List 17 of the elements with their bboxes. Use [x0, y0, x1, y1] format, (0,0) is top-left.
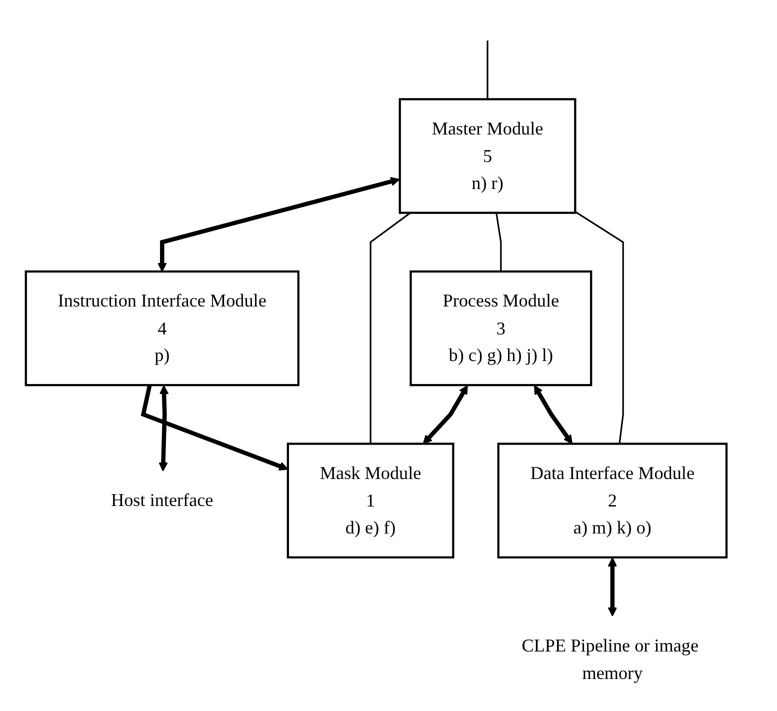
node-box: Instruction Interface Module 4 p) [24, 270, 300, 386]
arrow [158, 385, 169, 472]
node-box: Mask Module 1 d) e) f) [286, 442, 454, 558]
arrow [157, 176, 400, 272]
arrow [534, 385, 573, 444]
connector [496, 212, 502, 272]
node-text: Host interface [111, 490, 214, 510]
connector [486, 40, 488, 100]
arrow [422, 385, 468, 444]
node-text: CLPE Pipeline or image memory [522, 635, 699, 683]
node-box: Data Interface Module 2 a) m) k) o) [497, 442, 728, 558]
arrow [140, 384, 288, 471]
arrow [608, 557, 618, 616]
connector [370, 212, 411, 444]
connector [574, 211, 624, 444]
node-box: Process Module 3 b) c) g) h) j) l) [410, 270, 592, 386]
node-box: Master Module 5 n) r) [398, 98, 576, 214]
